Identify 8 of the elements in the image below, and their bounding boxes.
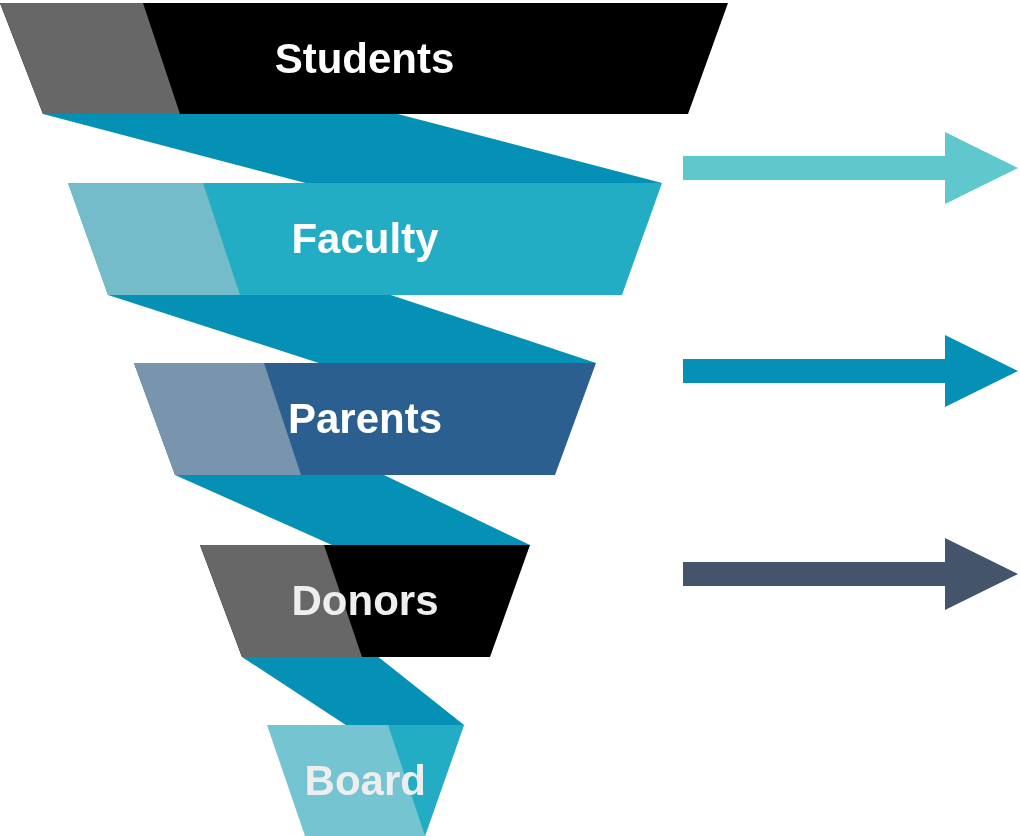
band-label: Faculty <box>290 215 440 263</box>
funnel-ribbon <box>43 114 662 183</box>
band-label: Parents <box>286 395 444 443</box>
band-label: Students <box>273 34 456 83</box>
band-label: Donors <box>290 577 440 625</box>
funnel-ribbon <box>108 295 596 363</box>
funnel-ribbon <box>175 475 530 545</box>
funnel-ribbon <box>242 657 464 725</box>
